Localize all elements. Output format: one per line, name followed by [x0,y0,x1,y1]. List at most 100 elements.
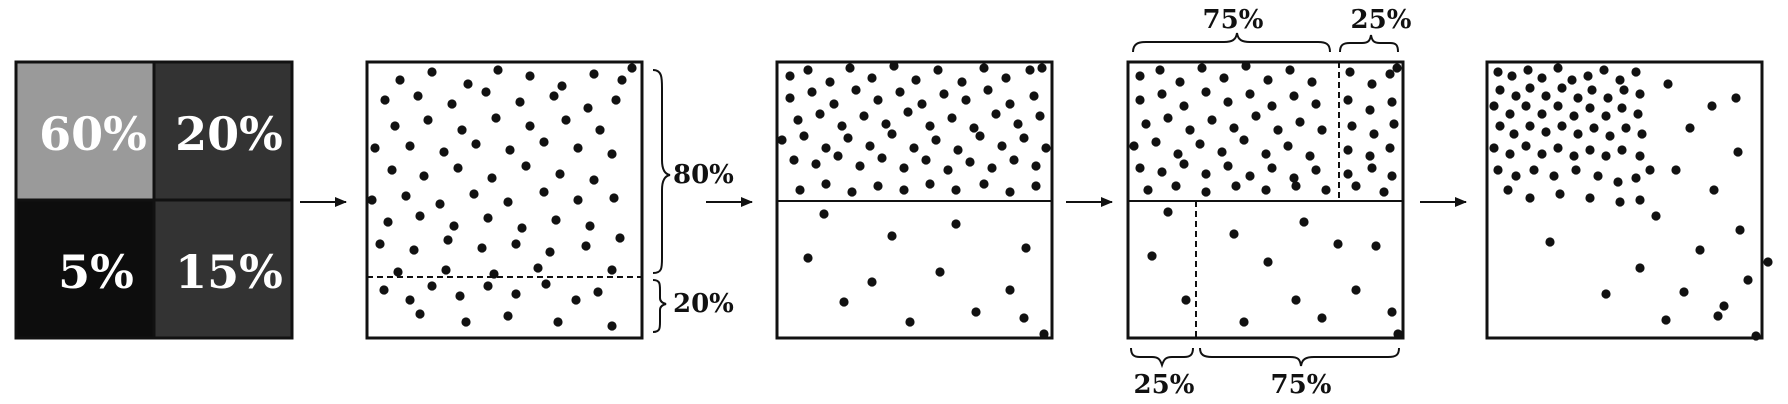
sample-dot [1141,119,1151,129]
sample-dot [1713,311,1723,321]
sample-dot [617,75,627,85]
sample-dot [983,85,993,95]
grid-cell-top-left [16,62,154,200]
sample-dot [1587,85,1597,95]
sample-dot [1521,101,1531,111]
sample-dot [1371,241,1381,251]
sample-dot [799,131,809,141]
sample-dot [1009,155,1019,165]
sample-dot [1392,63,1402,73]
sample-dot [1601,289,1611,299]
sample-dot [439,147,449,157]
sample-dot [553,317,563,327]
sample-dot [881,119,891,129]
sample-dot [931,135,941,145]
sample-dot [1601,111,1611,121]
sample-dot [1585,103,1595,113]
sample-dot [1631,67,1641,77]
sample-dot [925,121,935,131]
sample-dot [1387,171,1397,181]
sample-dot [1267,101,1277,111]
sample-dot [457,125,467,135]
sample-dot [1299,217,1309,227]
sample-dot [589,69,599,79]
sample-dot [585,221,595,231]
sample-dot [367,195,377,205]
probability-grid: 60% 20% 5% 15% [14,60,294,340]
sample-dot [1569,151,1579,161]
sample-dot [555,169,565,179]
sample-dot [607,265,617,275]
sample-dot [935,267,945,277]
sample-dot [1619,85,1629,95]
sample-dot [887,129,897,139]
sample-dot [503,197,513,207]
grid-label-bottom-right: 15% [175,245,283,299]
sample-dot [1631,173,1641,183]
sample-dot [1387,97,1397,107]
sample-dot [1035,111,1045,121]
panel2-dots [367,63,637,331]
sample-dot [571,295,581,305]
sample-dot [1179,101,1189,111]
sample-dot [855,161,865,171]
sample-dot [1635,263,1645,273]
sample-dot [1201,187,1211,197]
sample-dot [899,163,909,173]
sample-dot [441,265,451,275]
sample-dot [1171,181,1181,191]
sample-dot [1557,121,1567,131]
sample-dot [979,179,989,189]
sample-dot [551,215,561,225]
sample-dot [917,99,927,109]
panel4-label-bottom-right: 75% [1271,370,1332,400]
sample-dot [1589,123,1599,133]
sample-dot [1273,125,1283,135]
sample-dot [1261,185,1271,195]
sample-dot [503,311,513,321]
sample-dot [493,65,503,75]
sample-dot [1283,141,1293,151]
sample-dot [971,307,981,317]
sample-dot [1719,301,1729,311]
sample-dot [839,297,849,307]
sample-dot [1735,225,1745,235]
sample-dot [1365,151,1375,161]
sample-dot [539,137,549,147]
panel2-brace-top [652,69,671,274]
sample-dot [627,63,637,73]
sample-dot [889,61,899,71]
sample-dot [455,291,465,301]
sample-dot [1731,93,1741,103]
sample-dot [1037,63,1047,73]
sample-dot [387,165,397,175]
panel-final-distribution [1485,60,1773,341]
sample-dot [1521,141,1531,151]
sample-dot [471,139,481,149]
sample-dot [825,77,835,87]
panel4-brace-bottom-left [1130,347,1194,369]
sample-dot [1185,125,1195,135]
sample-dot [903,107,913,117]
sample-dot [1525,121,1535,131]
sample-dot [1635,89,1645,99]
sample-dot [1217,147,1227,157]
sample-dot [1573,93,1583,103]
sample-dot [795,185,805,195]
sample-dot [1181,295,1191,305]
sample-dot [1385,143,1395,153]
grid-cell-top-right [154,62,292,200]
sample-dot [865,141,875,151]
sample-dot [1143,185,1153,195]
sample-dot [505,145,515,155]
sample-dot [1555,189,1565,199]
sample-dot [1267,163,1277,173]
sample-dot [1285,65,1295,75]
sample-dot [1261,149,1271,159]
sample-dot [815,109,825,119]
sample-dot [943,165,953,175]
sample-dot [611,95,621,105]
sample-dot [1743,275,1753,285]
sample-dot [1351,181,1361,191]
sample-dot [1031,161,1041,171]
